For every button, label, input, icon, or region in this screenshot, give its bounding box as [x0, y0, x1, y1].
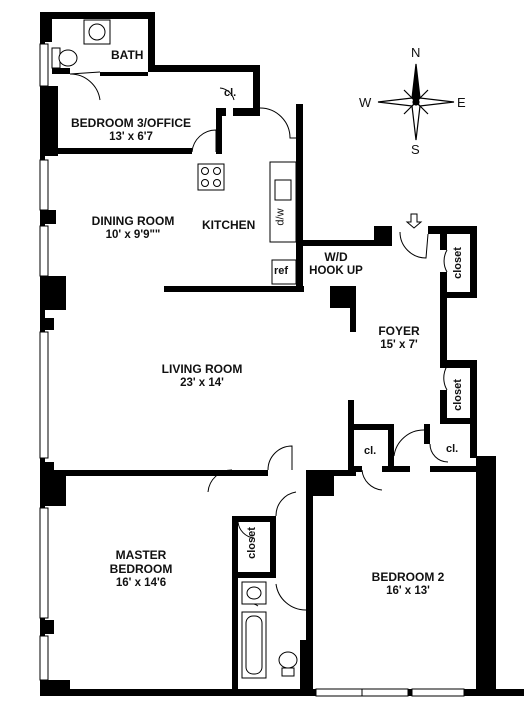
- fridge: [271, 259, 297, 285]
- compass-e: E: [457, 95, 466, 110]
- bath-sink: [83, 19, 111, 45]
- toilet: [51, 47, 78, 69]
- closet-br3-label: cl.: [224, 87, 237, 99]
- stove: [197, 163, 225, 191]
- bedroom3-label: BEDROOM 3/OFFICE 13' x 6'7: [56, 116, 206, 144]
- compass-w: W: [359, 95, 372, 110]
- master-sink: [241, 581, 267, 605]
- bedroom2-dims: 16' x 13': [386, 585, 430, 597]
- compass-s: S: [411, 142, 420, 157]
- fixtures: [51, 19, 423, 679]
- kitchen-counter: [269, 161, 297, 243]
- bedroom2-label: BEDROOM 2 16' x 13': [360, 570, 456, 598]
- closet-foyer-top-label: closet: [451, 247, 464, 279]
- kitchen-label: KITCHEN: [202, 218, 256, 232]
- wd-label: W/D HOOK UP: [304, 250, 368, 278]
- master-label: MASTER BEDROOM 16' x 14'6: [96, 548, 186, 590]
- bathtub: [241, 611, 267, 679]
- closet-cl2-label: cl.: [446, 443, 459, 455]
- compass-n: N: [411, 45, 421, 60]
- fridge-label: ref: [274, 265, 289, 277]
- master-name2: BEDROOM: [109, 562, 173, 576]
- dining-label: DINING ROOM 10' x 9'9"": [78, 214, 188, 242]
- wd-line2: HOOK UP: [309, 265, 363, 277]
- dining-dims: 10' x 9'9"": [105, 229, 161, 241]
- bedroom3-name: BEDROOM 3/OFFICE: [70, 116, 191, 130]
- bedroom3-dims: 13' x 6'7: [109, 131, 153, 143]
- foyer-dims: 15' x 7': [380, 339, 418, 351]
- foyer-label: FOYER 15' x 7': [370, 324, 428, 352]
- master-name1: MASTER: [115, 548, 167, 562]
- closet-foyer-mid-label: closet: [451, 379, 464, 411]
- master-dims: 16' x 14'6: [115, 577, 167, 589]
- windows: [39, 43, 465, 697]
- wd-line1: W/D: [324, 250, 348, 264]
- foyer-name: FOYER: [378, 324, 420, 338]
- master-toilet: [278, 651, 298, 677]
- living-label: LIVING ROOM 23' x 14': [150, 362, 254, 390]
- closet-master-label: closet: [245, 527, 258, 559]
- living-dims: 23' x 14': [180, 377, 224, 389]
- dining-name: DINING ROOM: [91, 214, 175, 228]
- closet-cl1-label: cl.: [364, 445, 377, 457]
- dishwasher-label: d/w: [274, 208, 287, 226]
- entry-arrow-icon: [405, 213, 423, 229]
- living-name: LIVING ROOM: [161, 362, 243, 376]
- bath-label: BATH: [111, 48, 144, 62]
- bedroom2-name: BEDROOM 2: [371, 570, 445, 584]
- compass-icon: [377, 63, 455, 141]
